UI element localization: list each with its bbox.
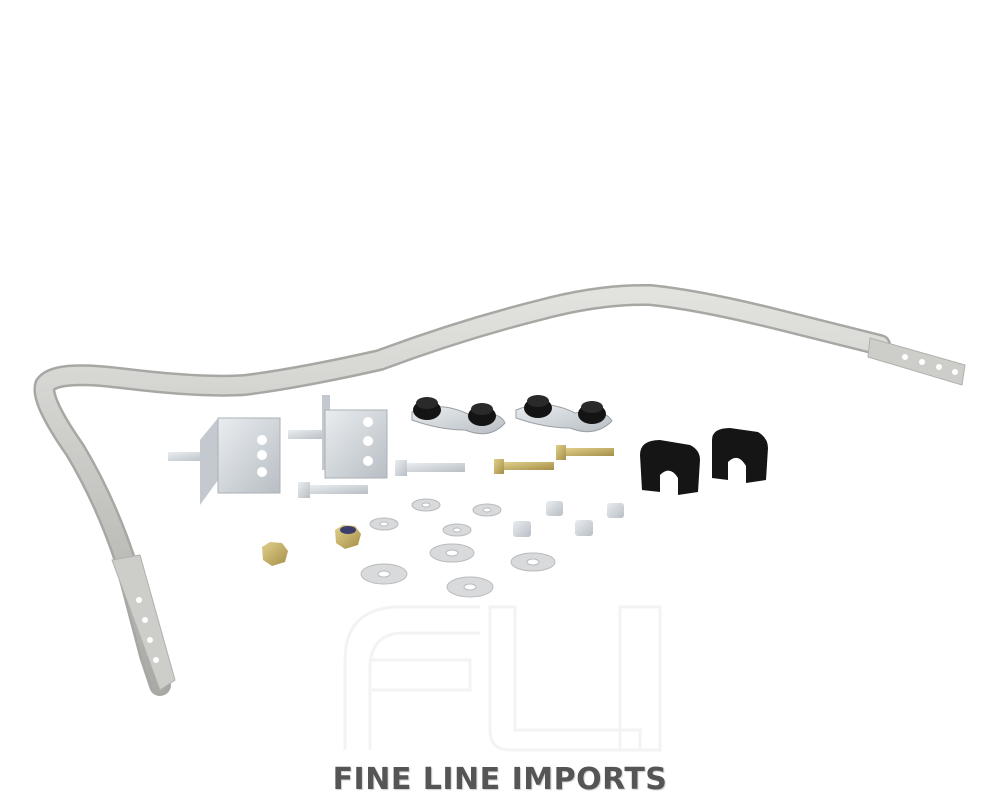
bolt [494,459,554,474]
mounting-bracket [288,395,388,479]
bolt [298,482,368,498]
watermark-logo [343,605,662,752]
bushing [640,440,700,495]
bolt [556,445,614,460]
mounting-bracket [168,417,281,505]
nuts [262,501,624,566]
bolt [395,460,465,476]
end-link [411,397,506,435]
watermark-brand-text: FINE LINE IMPORTS [332,762,668,797]
bushing [712,428,768,483]
end-link [515,395,613,433]
washers [360,498,556,598]
sway-bar [33,283,966,696]
